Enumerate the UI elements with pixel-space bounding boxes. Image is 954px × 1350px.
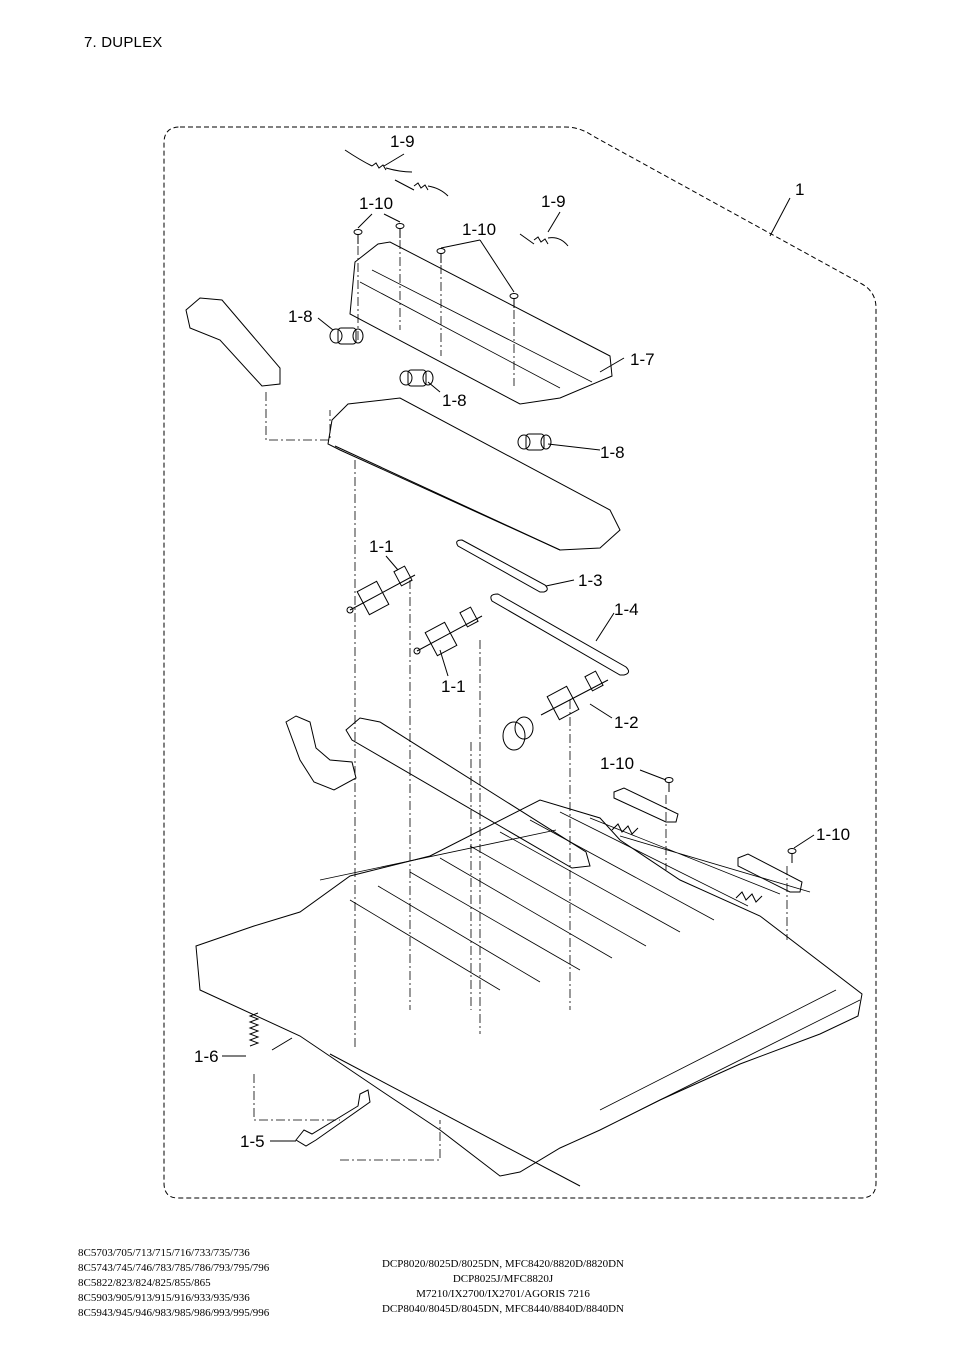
bracket-plate <box>737 853 803 893</box>
model-name-line: M7210/IX2700/IX2701/AGORIS 7216 <box>416 1288 590 1300</box>
callout-1-1-b: 1-1 <box>441 677 466 696</box>
callout-1-1-a: 1-1 <box>369 537 394 556</box>
callout-1-8-a: 1-8 <box>288 307 313 326</box>
top-cover-1-7 <box>349 241 613 405</box>
model-name-line: DCP8020/8025D/8025DN, MFC8420/8820D/8820… <box>381 1258 625 1270</box>
callout-1-2: 1-2 <box>614 713 639 732</box>
gear-icon <box>502 716 534 751</box>
model-code-line: 8C5822/823/824/825/855/865 <box>78 1277 211 1289</box>
model-code-line: 8C5903/905/913/915/916/933/935/936 <box>78 1292 250 1304</box>
screw-icon <box>787 848 797 863</box>
roller-1-1-upper <box>346 565 416 616</box>
screw-icon <box>436 248 446 263</box>
spring-1-6 <box>248 1012 293 1051</box>
screw-icon <box>353 229 363 244</box>
belt-1-3 <box>456 539 548 593</box>
model-code-line: 8C5703/705/713/715/716/733/735/736 <box>78 1247 250 1259</box>
screw-icon <box>664 777 674 792</box>
model-codes-list: 8C5703/705/713/715/716/733/735/736 8C574… <box>78 1246 269 1321</box>
callout-1: 1 <box>795 180 804 199</box>
callout-1-5: 1-5 <box>240 1132 265 1151</box>
spring-wire-1-9-b <box>394 179 449 197</box>
screw-icon <box>395 223 405 238</box>
callout-1-8-b: 1-8 <box>442 391 467 410</box>
model-name-line: DCP8040/8045D/8045DN, MFC8440/8840D/8840… <box>381 1303 625 1315</box>
model-name-line: DCP8025J/MFC8820J <box>452 1273 554 1285</box>
lever-arm <box>285 715 357 791</box>
roller-1-8-b <box>399 369 434 387</box>
callout-1-10-c: 1-10 <box>600 754 634 773</box>
model-code-line: 8C5943/945/946/983/985/986/993/995/996 <box>78 1307 270 1319</box>
lever-1-5 <box>295 1089 371 1147</box>
callout-1-9-right: 1-9 <box>541 192 566 211</box>
callout-1-3: 1-3 <box>578 571 603 590</box>
model-names-list: DCP8020/8025D/8025DN, MFC8420/8820D/8820… <box>362 1257 644 1317</box>
left-bracket <box>185 297 281 387</box>
callout-1-10-b: 1-10 <box>462 220 496 239</box>
bracket-plate <box>613 787 679 823</box>
spring-wire-1-9-a <box>344 149 413 173</box>
roller-1-1-lower <box>413 606 483 657</box>
spring-wire-1-9-c <box>519 233 569 247</box>
callout-1-6: 1-6 <box>194 1047 219 1066</box>
guide-plate <box>327 397 621 551</box>
callout-1-7: 1-7 <box>630 350 655 369</box>
section-title: 7. DUPLEX <box>84 34 163 51</box>
callout-1-8-c: 1-8 <box>600 443 625 462</box>
assembly-boundary <box>163 126 877 1199</box>
callout-1-9-top: 1-9 <box>390 132 415 151</box>
frame-bar <box>345 717 591 869</box>
spring-icon <box>611 823 639 835</box>
spring-icon <box>735 891 763 903</box>
roller-1-8-c <box>517 433 552 451</box>
model-code-line: 8C5743/745/746/783/785/786/793/795/796 <box>78 1262 270 1274</box>
belt-1-4 <box>490 593 630 676</box>
roller-1-2 <box>540 670 609 721</box>
callout-1-4: 1-4 <box>614 600 639 619</box>
roller-1-8-a <box>329 327 364 345</box>
callout-1-10-d: 1-10 <box>816 825 850 844</box>
callout-1-10-a: 1-10 <box>359 194 393 213</box>
